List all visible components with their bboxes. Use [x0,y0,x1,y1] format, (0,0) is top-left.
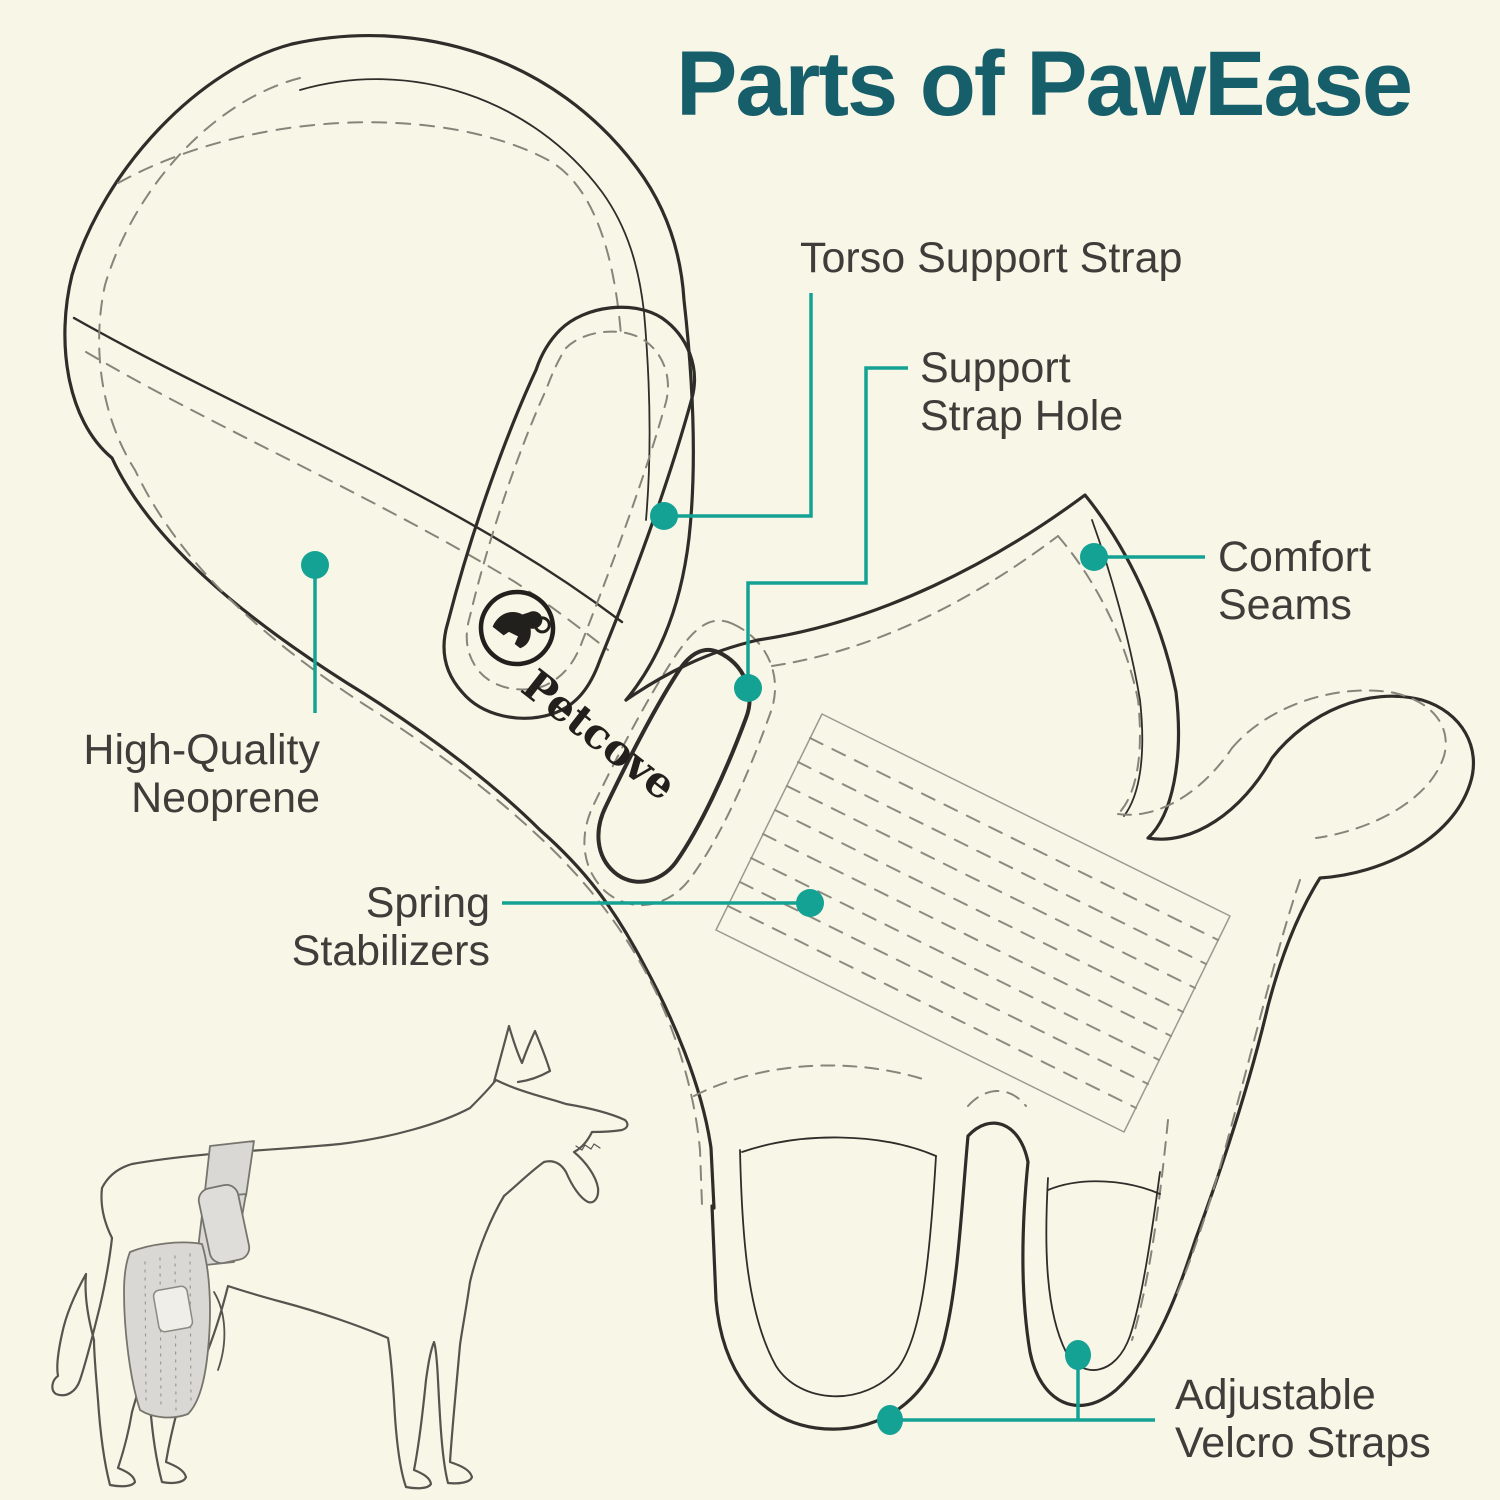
dog-emblem-icon [492,611,543,649]
label-high-quality-neoprene: High-Quality Neoprene [83,726,320,822]
label-comfort-seams-line2: Seams [1218,581,1352,629]
dog-thigh-line [213,1291,226,1371]
spring-stabilizer-lines [727,737,1219,1109]
label-support-strap-hole: Support Strap Hole [920,344,1123,440]
label-support-strap-hole-line1: Support [920,344,1071,392]
dog-outline [51,1078,629,1490]
comfort-seam-fold [1091,519,1144,817]
neoprene-stitching [85,77,703,1206]
neoprene-seam-line [72,316,624,624]
support-strap-hole-outline [596,647,752,884]
support-strap-hole-stitching [583,619,776,906]
belt-top-edge [624,638,760,702]
label-adjustable-velcro-straps: Adjustable Velcro Straps [1175,1371,1431,1467]
callout-dots [301,502,1108,1435]
label-support-strap-hole-line2: Strap Hole [920,392,1124,440]
leg-loop-inner-lines [739,1136,1161,1398]
dog-brace [123,1140,255,1419]
dot-high-quality-neoprene [301,551,329,579]
callout-leaders [313,293,1205,1422]
dog-brace-velcro-tab [197,1184,251,1264]
body-panel-stitching [693,535,1447,1341]
neoprene-inner-arc [299,78,651,521]
label-adjustable-velcro-straps-line1: Adjustable [1175,1371,1376,1419]
spring-stabilizers-band [715,713,1231,1133]
label-spring-stabilizers-line2: Stabilizers [291,927,490,975]
dot-torso-support-strap [650,502,678,530]
page-title: Parts of PawEase [676,33,1413,135]
petcove-logo-circle [478,589,556,667]
label-comfort-seams: Comfort Seams [1218,533,1371,629]
label-spring-stabilizers: Spring Stabilizers [292,879,490,975]
dot-adjustable-velcro-1 [877,1405,903,1435]
dog-emblem-ball [533,616,551,634]
label-high-quality-neoprene-line1: High-Quality [83,726,320,774]
petcove-logo-text: Petcove [513,660,686,810]
dog-teeth [575,1143,601,1151]
label-torso-support-strap-text: Torso Support Strap [800,234,1183,282]
label-adjustable-velcro-straps-line2: Velcro Straps [1175,1419,1431,1467]
label-comfort-seams-line1: Comfort [1218,533,1371,581]
leader-support-strap-hole [746,366,908,688]
dot-support-strap-hole [734,674,762,702]
dot-adjustable-velcro-2 [1065,1340,1091,1370]
dog-brace-texture [144,1253,192,1411]
neoprene-top-arc [290,34,695,702]
torso-strap-stitching [465,330,669,691]
body-panel-outline [710,493,1476,1431]
neoprene-panel-outline [63,42,716,1210]
dog-ears [492,1024,552,1084]
label-high-quality-neoprene-line2: Neoprene [131,774,320,822]
dog-brace-window [152,1285,194,1333]
label-spring-stabilizers-line1: Spring [365,879,490,927]
leader-torso-support-strap [664,293,813,518]
label-torso-support-strap: Torso Support Strap [800,234,1182,282]
dog-illustration [51,1024,629,1490]
dot-comfort-seams [1080,543,1108,571]
dot-spring-stabilizers [796,889,824,917]
torso-strap-panel [442,305,697,720]
